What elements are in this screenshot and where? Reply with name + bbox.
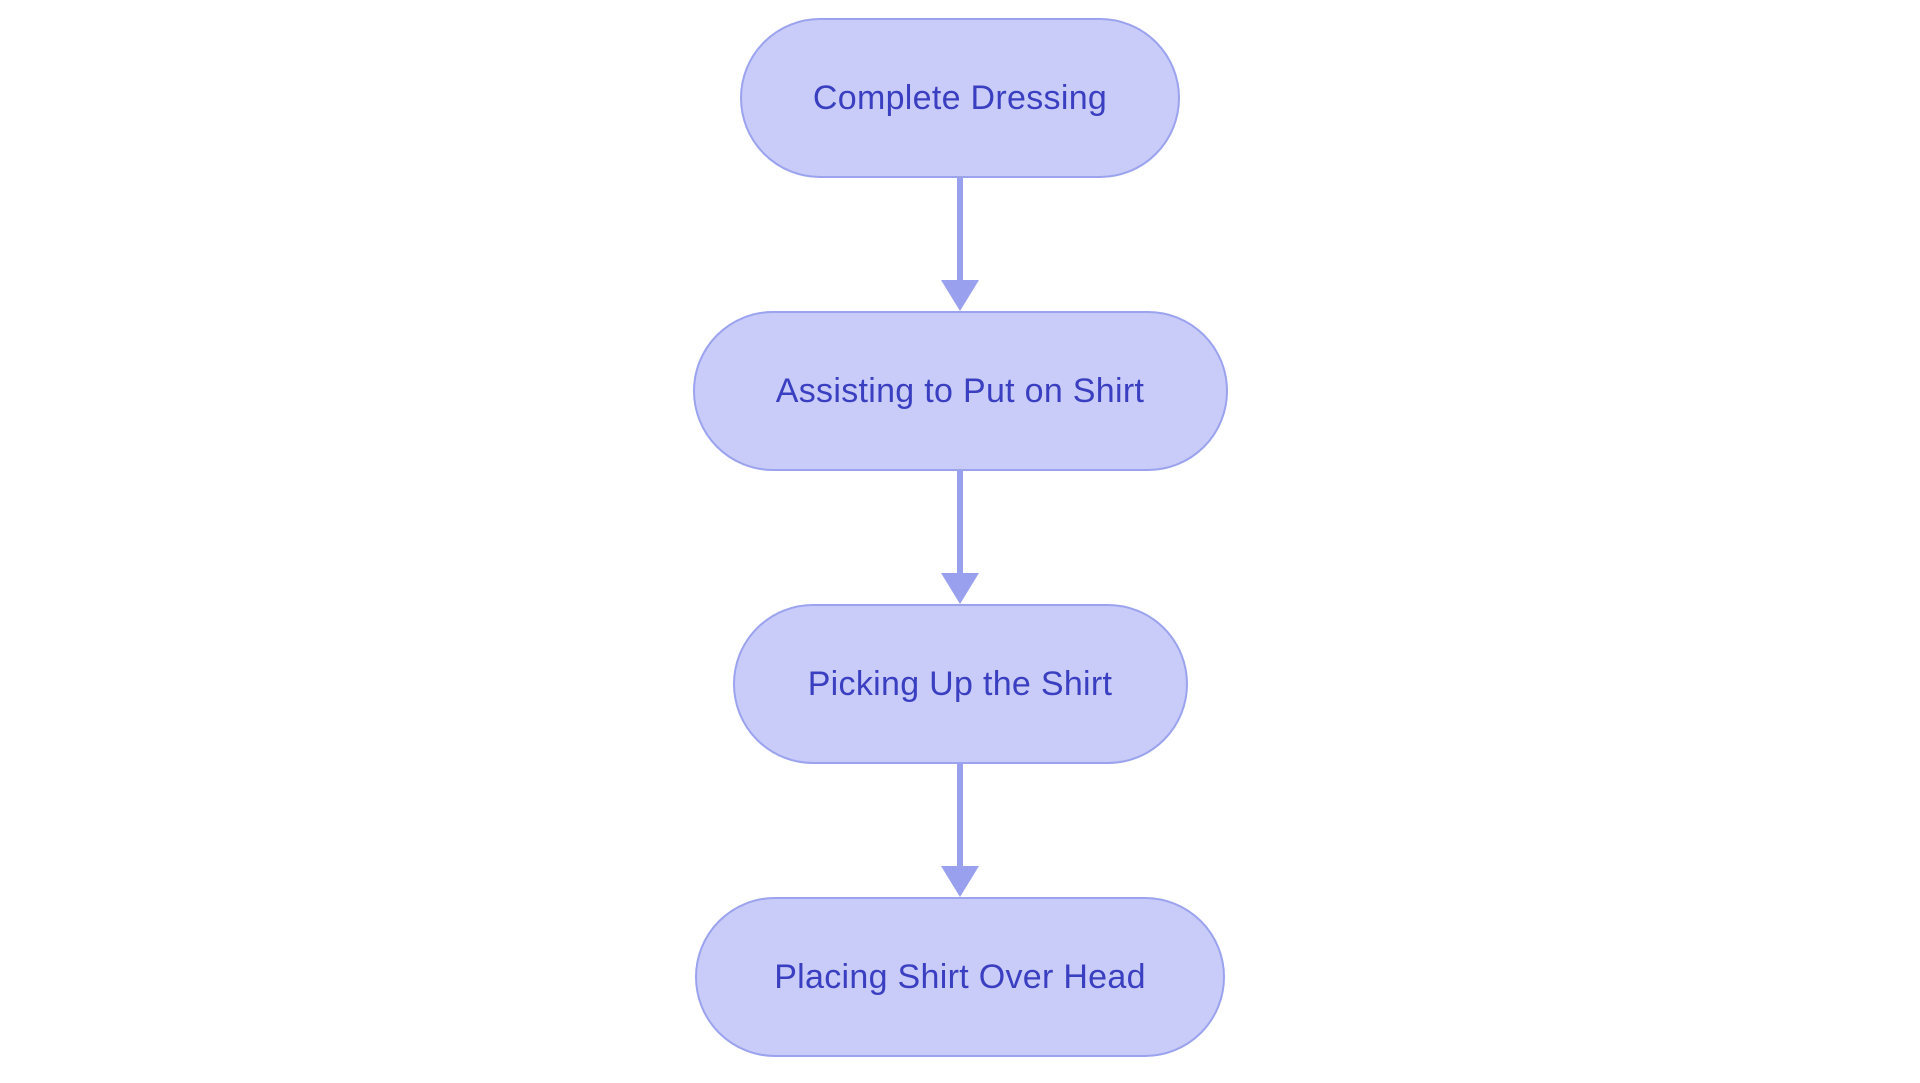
- arrow-shaft: [957, 764, 963, 867]
- flow-node-label: Assisting to Put on Shirt: [775, 371, 1145, 410]
- flow-node-picking-up-the-shirt: Picking Up the Shirt: [732, 604, 1188, 764]
- arrow-down-icon: [941, 280, 979, 311]
- flow-arrow-3-to-4: [941, 764, 979, 897]
- flow-node-placing-shirt-over-head: Placing Shirt Over Head: [695, 897, 1225, 1057]
- flow-arrow-1-to-2: [941, 178, 979, 311]
- flow-node-assisting-to-put-on-shirt: Assisting to Put on Shirt: [692, 311, 1228, 471]
- arrow-down-icon: [941, 866, 979, 897]
- flow-node-complete-dressing: Complete Dressing: [740, 18, 1180, 178]
- arrow-down-icon: [941, 573, 979, 604]
- flow-node-label: Picking Up the Shirt: [807, 664, 1113, 703]
- arrow-shaft: [957, 178, 963, 281]
- flow-arrow-2-to-3: [941, 471, 979, 604]
- flow-node-label: Complete Dressing: [812, 78, 1108, 117]
- flow-node-label: Placing Shirt Over Head: [774, 957, 1146, 996]
- arrow-shaft: [957, 471, 963, 574]
